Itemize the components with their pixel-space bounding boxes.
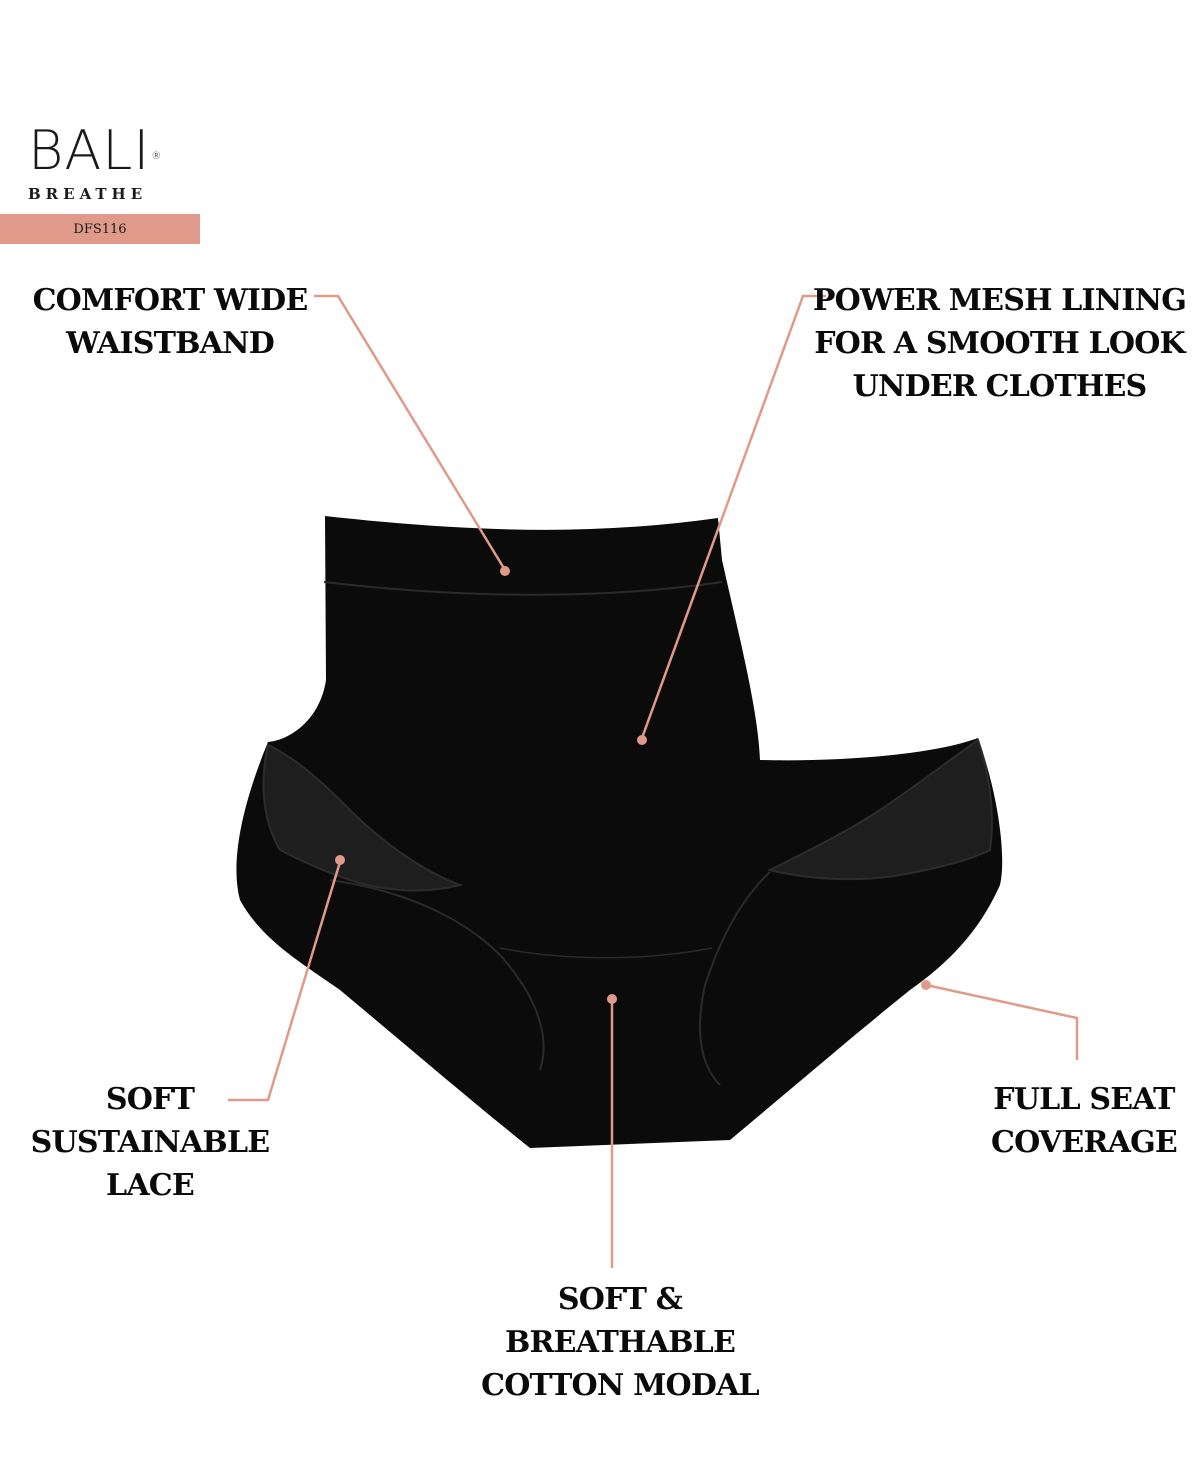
lace-marker-dot <box>335 855 345 865</box>
lace-leader-line <box>228 861 342 1102</box>
callout-lace: SOFT SUSTAINABLE LACE <box>30 1082 271 1203</box>
right-lace-panel <box>767 738 993 881</box>
callout-cotton-modal: SOFT & BREATHABLE COTTON MODAL <box>481 1282 760 1403</box>
mesh-leader-line <box>640 294 826 739</box>
brand-name: BALI® <box>28 119 161 182</box>
callout-seat-coverage: FULL SEAT COVERAGE <box>991 1082 1178 1160</box>
seat-marker-dot <box>921 980 931 990</box>
briefs-body <box>236 516 1003 1148</box>
brand-subline: BREATHE <box>28 185 148 203</box>
seat-leader-line <box>925 983 1079 1060</box>
gusset-seam <box>499 947 713 959</box>
style-code-tag: DFS116 <box>0 214 200 244</box>
right-leg-seam <box>699 871 771 1086</box>
registered-mark: ® <box>151 151 163 162</box>
waistband-leader-line <box>314 294 507 571</box>
cotton-marker-dot <box>607 994 617 1004</box>
callout-mesh-lining: POWER MESH LINING FOR A SMOOTH LOOK UNDE… <box>812 283 1187 404</box>
waistband-marker-dot <box>500 566 510 576</box>
waistband-seam <box>323 581 723 596</box>
left-leg-seam <box>329 879 545 1071</box>
brand-logo: BALI® BREATHE DFS116 <box>0 119 200 244</box>
brand-name-text: BALI <box>28 119 151 182</box>
left-lace-panel <box>262 743 464 892</box>
callout-waistband: COMFORT WIDE WAISTBAND <box>32 283 309 361</box>
mesh-marker-dot <box>637 735 647 745</box>
